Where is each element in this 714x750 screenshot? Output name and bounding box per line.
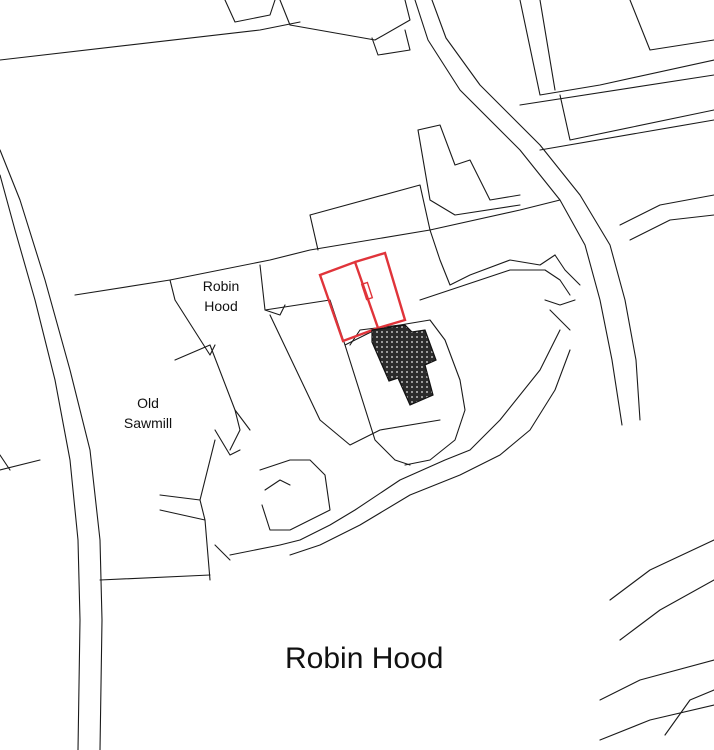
place-name-label: Robin Hood bbox=[285, 642, 444, 675]
label-hood: Hood bbox=[204, 298, 238, 314]
label-robin-hood-small: Robin Hood bbox=[196, 276, 246, 316]
label-robin: Robin bbox=[202, 278, 240, 294]
left-track bbox=[0, 149, 103, 750]
building-plots bbox=[74, 124, 581, 581]
label-old: Old bbox=[137, 395, 159, 411]
site-outline bbox=[318, 251, 407, 343]
label-old-sawmill: Old Sawmill bbox=[113, 393, 183, 433]
main-road bbox=[414, 0, 641, 426]
building-hatched bbox=[371, 324, 437, 406]
field-boundaries bbox=[0, 0, 714, 471]
label-sawmill: Sawmill bbox=[123, 415, 173, 431]
right-features bbox=[599, 194, 714, 741]
